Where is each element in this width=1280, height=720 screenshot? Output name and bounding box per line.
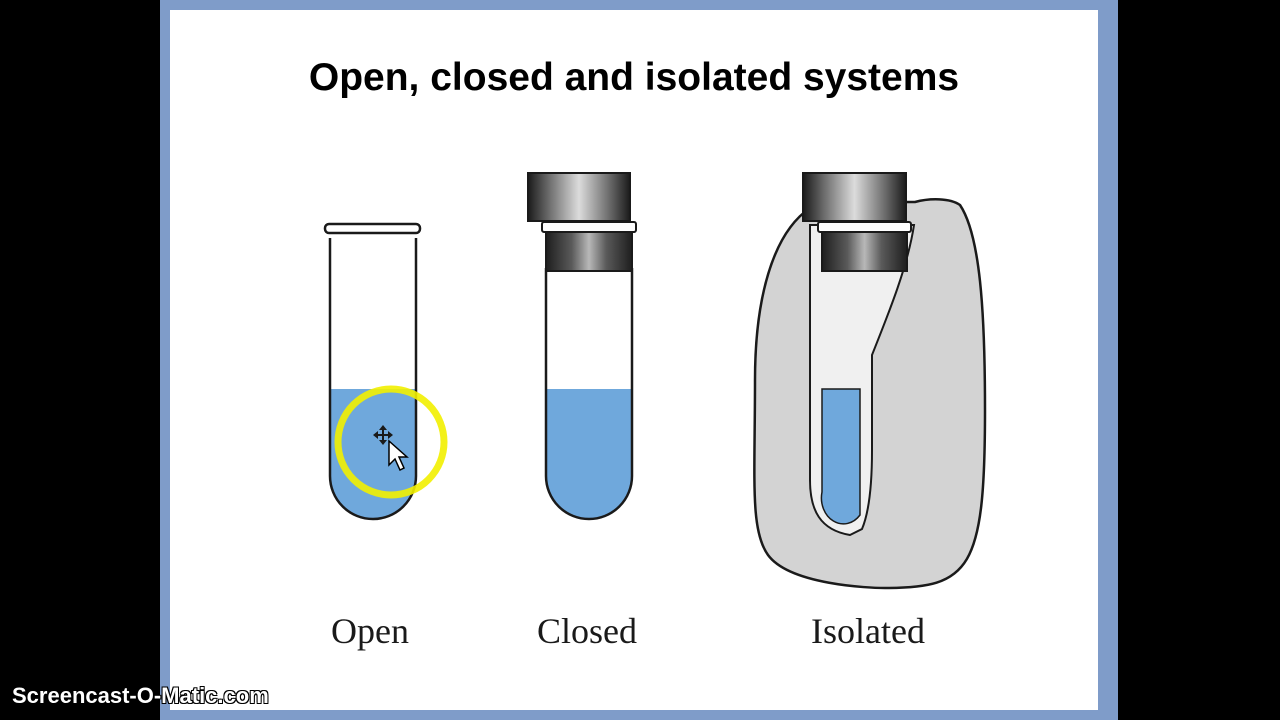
- isolated-flask: [753, 172, 987, 590]
- closed-tube-outline: [544, 268, 634, 521]
- closed-stopper-plug: [545, 231, 633, 272]
- slide: Open, closed and isolated systems: [170, 10, 1098, 710]
- arrow-cursor-icon: [388, 439, 409, 472]
- isolated-stopper-ring: [817, 221, 912, 233]
- isolated-liquid: [820, 388, 861, 525]
- label-closed: Closed: [536, 611, 637, 651]
- slide-frame: Open, closed and isolated systems: [160, 0, 1118, 720]
- open-test-tube: [323, 222, 422, 521]
- label-open: Open: [331, 611, 409, 651]
- highlight-ring: [334, 385, 448, 499]
- move-cursor-icon: [373, 425, 393, 445]
- open-tube-lip: [323, 222, 422, 235]
- watermark: Screencast-O-Matic.com: [12, 683, 269, 708]
- slide-title: Open, closed and isolated systems: [308, 56, 960, 99]
- systems-diagram: [323, 172, 987, 590]
- label-isolated: Isolated: [811, 611, 925, 651]
- isolated-stopper-plug: [821, 231, 908, 272]
- closed-stopper-ring: [541, 221, 637, 233]
- isolated-stopper-cap: [802, 172, 907, 222]
- closed-test-tube: [527, 172, 637, 521]
- closed-stopper-cap: [527, 172, 631, 222]
- closed-liquid: [546, 389, 632, 519]
- cursor-highlight: [334, 385, 448, 499]
